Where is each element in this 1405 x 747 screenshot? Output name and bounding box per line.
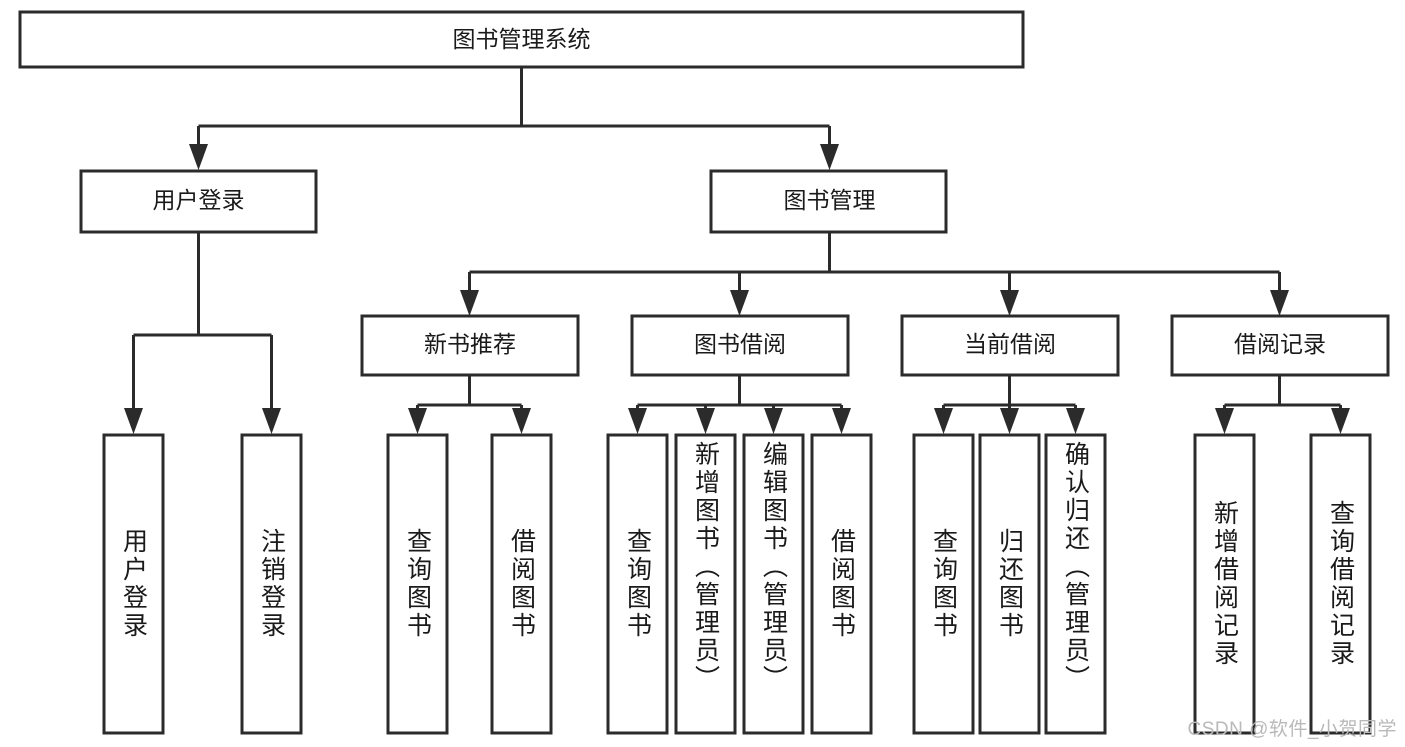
node-label-user-login: 用户登录 <box>153 187 245 213</box>
node-box-leaf-confirm-return[interactable] <box>1044 433 1107 735</box>
arrow-to-leaf-add-record <box>1215 408 1234 434</box>
node-box-leaf-query-record[interactable] <box>1309 433 1372 735</box>
node-box-title[interactable] <box>18 10 1025 69</box>
node-box-current-borrow[interactable] <box>900 314 1120 377</box>
node-box-new-book-recommend[interactable] <box>360 314 580 377</box>
node-box-leaf-add-record[interactable] <box>1193 433 1256 735</box>
arrow-to-book-management <box>820 144 839 170</box>
node-box-leaf-edit-book[interactable] <box>742 433 805 735</box>
node-label-title: 图书管理系统 <box>453 26 591 52</box>
node-box-leaf-user-login[interactable] <box>102 433 165 735</box>
node-box-leaf-return-book[interactable] <box>978 433 1041 735</box>
connector-group-root <box>189 67 839 170</box>
arrow-to-leaf-borrow-book-2 <box>832 408 851 434</box>
node-box-user-login[interactable] <box>79 169 318 234</box>
node-label-current-borrow: 当前借阅 <box>964 331 1056 357</box>
arrow-to-current-borrow <box>1000 290 1019 316</box>
node-box-leaf-logout[interactable] <box>240 433 303 735</box>
arrow-to-leaf-edit-book <box>764 408 783 434</box>
node-label-book-borrow: 图书借阅 <box>694 331 786 357</box>
arrow-to-borrow-record <box>1270 290 1289 316</box>
node-box-leaf-query-book-1[interactable] <box>386 433 449 735</box>
node-box-leaf-add-book[interactable] <box>674 433 737 735</box>
arrow-to-leaf-confirm-return <box>1066 408 1085 434</box>
node-label-borrow-record: 借阅记录 <box>1234 331 1326 357</box>
node-box-leaf-query-book-3[interactable] <box>912 433 975 735</box>
arrow-to-leaf-query-book-2 <box>628 408 647 434</box>
arrow-to-user-login <box>189 144 208 170</box>
node-label-book-management: 图书管理 <box>784 187 876 213</box>
connector-group-book-borrow <box>628 375 851 434</box>
csdn-watermark: CSDN @软件_小贺同学 <box>1187 719 1397 740</box>
arrow-to-leaf-query-book-1 <box>408 408 427 434</box>
node-box-book-management[interactable] <box>709 169 948 234</box>
arrow-to-leaf-logout <box>262 408 281 434</box>
connector-group-new-book-recommend <box>408 375 531 434</box>
connector-group-current-borrow <box>934 375 1085 434</box>
node-box-borrow-record[interactable] <box>1170 314 1390 377</box>
arrow-to-leaf-query-record <box>1331 408 1350 434</box>
arrow-to-new-book-recommend <box>460 290 479 316</box>
arrow-to-leaf-add-book <box>696 408 715 434</box>
node-box-leaf-query-book-2[interactable] <box>606 433 669 735</box>
node-box-leaf-borrow-book-1[interactable] <box>490 433 553 735</box>
node-box-book-borrow[interactable] <box>630 314 850 377</box>
node-box-leaf-borrow-book-2[interactable] <box>810 433 873 735</box>
connector-group-book-management <box>460 232 1289 316</box>
arrow-to-leaf-borrow-book-1 <box>512 408 531 434</box>
node-label-new-book-recommend: 新书推荐 <box>424 331 516 357</box>
connector-group-borrow-record <box>1215 375 1350 434</box>
arrow-to-book-borrow <box>730 290 749 316</box>
arrow-to-leaf-return-book <box>1000 408 1019 434</box>
connector-group-user-login <box>124 232 281 434</box>
arrow-to-leaf-user-login <box>124 408 143 434</box>
arrow-to-leaf-query-book-3 <box>934 408 953 434</box>
